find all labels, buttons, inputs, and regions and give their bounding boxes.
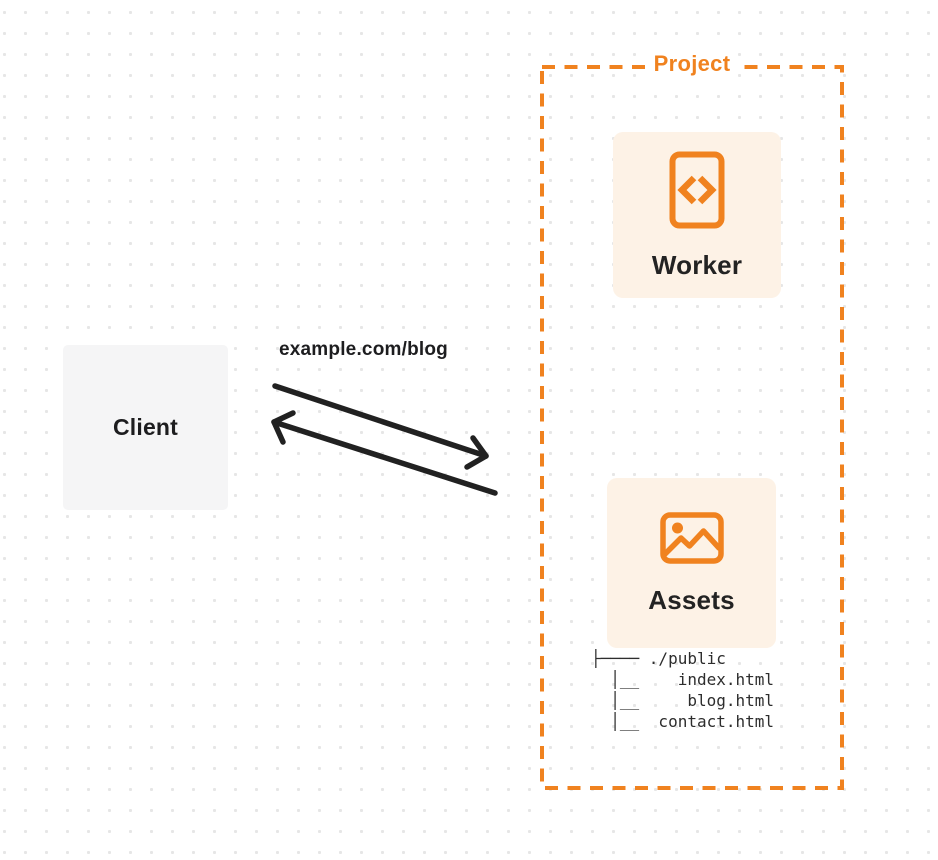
assets-image-icon [659, 511, 724, 564]
client-label: Client [112, 414, 179, 440]
client-box: Client [63, 345, 228, 510]
worker-label: Worker [651, 249, 743, 280]
worker-code-icon [669, 151, 725, 228]
file-tree-line-index: │__ index.html [591, 670, 775, 689]
file-tree-line-public: ├──── ./public [591, 649, 726, 668]
response-arrow [271, 410, 498, 496]
file-tree-line-contact: │__ contact.html [591, 712, 775, 731]
assets-card: Assets [607, 478, 776, 648]
assets-label: Assets [648, 584, 735, 615]
request-url-label: example.com/blog [279, 339, 448, 360]
request-response-arrows [271, 383, 498, 496]
request-arrow [272, 383, 489, 470]
worker-card: Worker [613, 132, 781, 298]
file-tree-line-blog: │__ blog.html [591, 691, 775, 710]
assets-file-tree: ├──── ./public │__ index.html │__ blog.h… [591, 648, 774, 732]
project-dashed-border [540, 65, 844, 790]
